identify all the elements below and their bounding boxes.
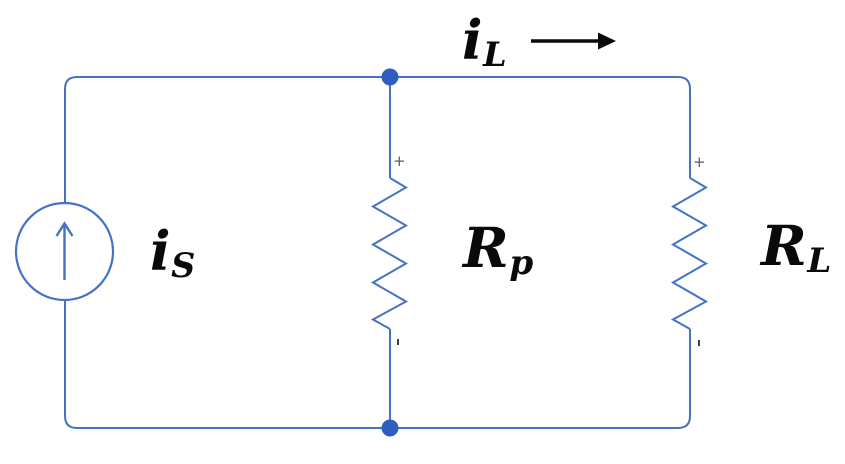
load-resistor-minus-tick-icon	[698, 340, 700, 346]
parallel-resistor-label: Rp	[463, 220, 533, 280]
source-current-label-sub: S	[171, 245, 196, 285]
load-resistor-label: RL	[761, 218, 831, 278]
wire-top-loop	[64, 76, 691, 203]
load-resistor-label-sub: L	[807, 240, 832, 281]
load-current-label-sub: L	[483, 34, 507, 74]
current-source-arrow-head-icon	[55, 221, 74, 237]
load-current-arrow-head-icon	[598, 32, 616, 50]
junction-dot-top	[381, 68, 399, 86]
load-resistor-plus-mark: +	[693, 153, 706, 171]
load-current-label-base: i	[462, 8, 483, 72]
parallel-resistor-label-base: R	[463, 215, 509, 280]
wire-bottom-loop	[64, 300, 691, 429]
junction-dot-bottom	[381, 419, 399, 437]
source-current-label: iS	[150, 224, 195, 282]
load-resistor-zigzag-icon	[670, 177, 709, 330]
parallel-resistor-label-sub: p	[509, 242, 534, 283]
parallel-resistor-zigzag-icon	[370, 177, 409, 330]
parallel-resistor-minus-tick-icon	[397, 339, 399, 345]
load-current-label: iL	[462, 13, 507, 71]
parallel-resistor-plus-mark: +	[393, 152, 406, 170]
load-resistor-label-base: R	[761, 213, 807, 278]
source-current-label-base: i	[150, 219, 171, 283]
